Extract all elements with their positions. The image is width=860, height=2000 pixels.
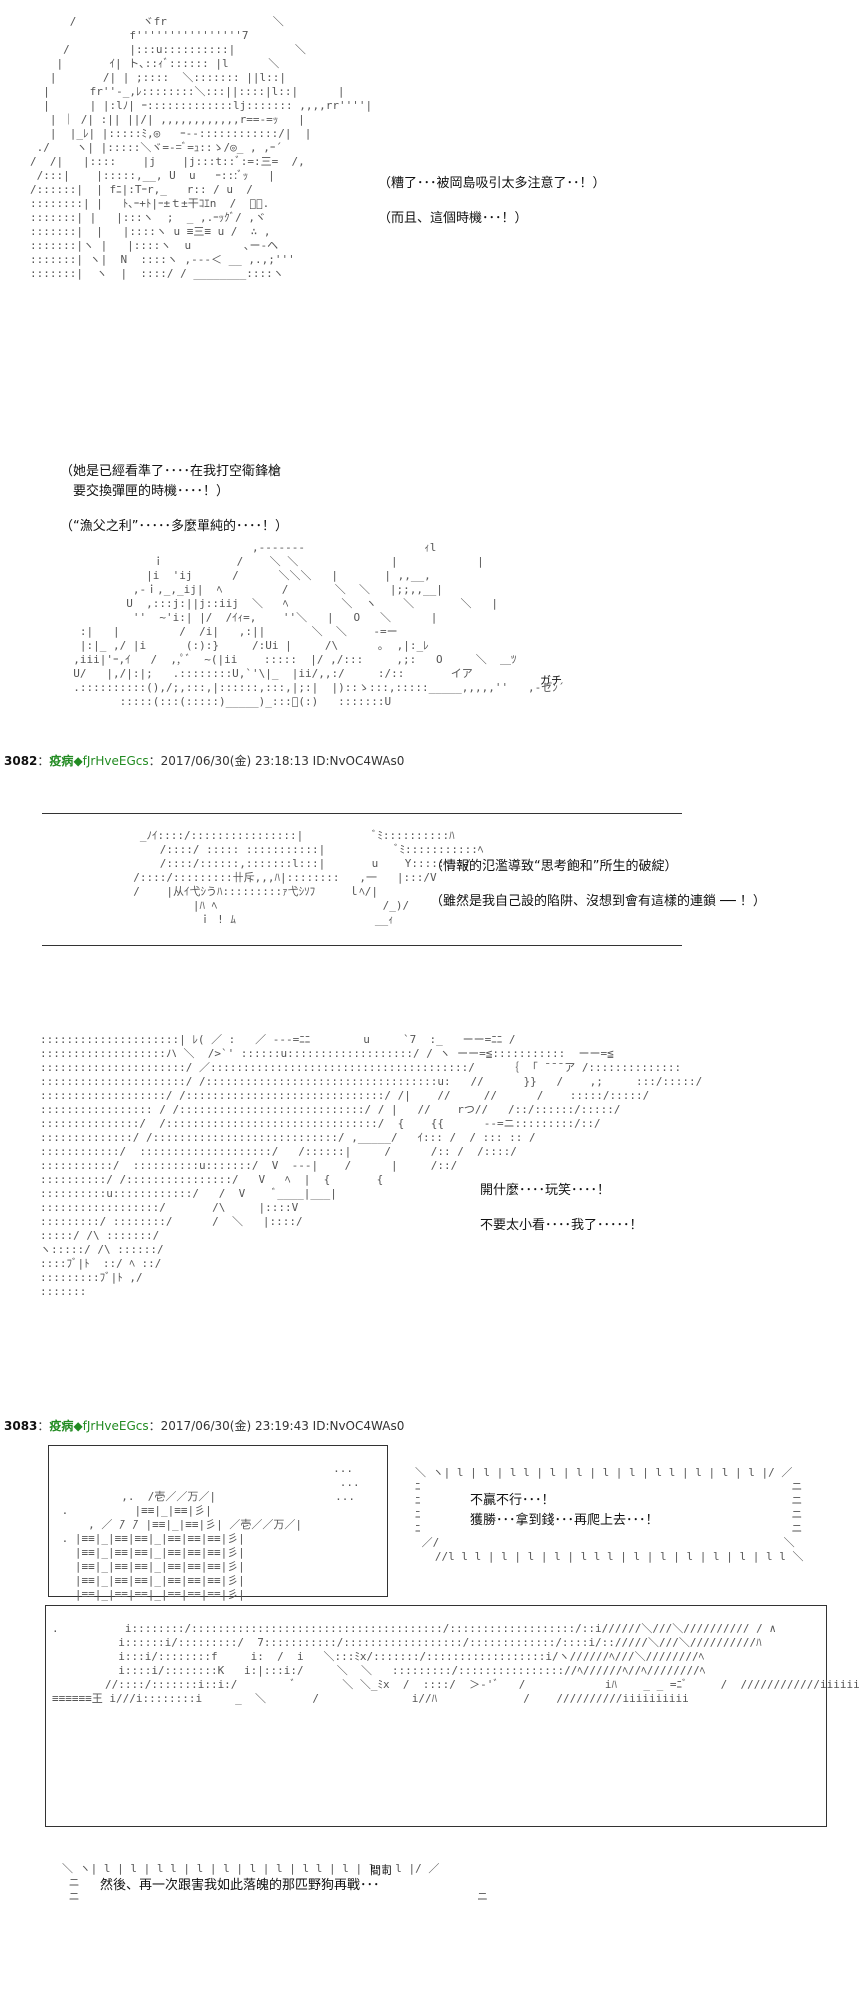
shout-line-1: 開什麼････玩笑････！ <box>480 1183 611 1198</box>
dialogue-line-4: 要交換彈匣的時機････！） <box>60 484 230 499</box>
ascii-art-character-1: / ヾfr ＼ f''''''''''''''''7 / |:::u::::::… <box>30 15 373 280</box>
ascii-art-character-4: :::::::::::::::::::::| ﾚ( ／ : ／ ---=ﾆﾆ u… <box>40 1033 703 1298</box>
speech-bubble-border: ＼ ヽ| l | l | l l | l | l | l | l | l l |… <box>415 1466 804 1563</box>
bubble-line-1: 不贏不行･･･！ <box>470 1493 555 1508</box>
dialogue-line-7: （雖然是我自己設的陷阱、沒想到會有這樣的連鎖 ── ！） <box>430 894 766 909</box>
poster-trip: ◆fJrHveEGcs <box>73 1419 149 1433</box>
poster-name: 疫病 <box>49 1419 74 1433</box>
bubble-line-2: 獲勝･･･拿到錢･･･再爬上去･･･！ <box>470 1513 659 1528</box>
panel-top-border <box>42 813 682 814</box>
post-number[interactable]: 3082 <box>4 754 38 768</box>
post-header: 3082：疫病◆fJrHveEGcs：2017/06/30(金) 23:18:1… <box>4 754 405 768</box>
poster-trip: ◆fJrHveEGcs <box>73 754 149 768</box>
ascii-art-character-2: ,------- ｨl ｉ / ＼ ＼ | | |i 'ij / ＼＼＼ | |… <box>73 541 565 708</box>
shout-line-2: 不要太小看････我了･････！ <box>480 1218 643 1233</box>
caption-line: 然後、再一次跟害我如此落魄的那匹野狗再戰･･･ <box>100 1878 380 1893</box>
dialogue-line-1: （糟了･･･被岡島吸引太多注意了･･！） <box>378 176 606 191</box>
post-header: 3083：疫病◆fJrHveEGcs：2017/06/30(金) 23:19:4… <box>4 1419 405 1433</box>
sfx-gachi: ガチ <box>540 674 562 687</box>
poster-name: 疫病 <box>49 754 74 768</box>
ascii-art-building: ... ... ,. /壱／／万／| ... . |≡≡|_|≡≡|彡| , ／… <box>61 1462 360 1601</box>
dialogue-line-3: （她是已經看準了････在我打空衛鋒槍 <box>60 464 282 479</box>
panel-bottom-border <box>42 945 682 946</box>
caption-bubble-border: ＼ ヽ| l | l | l l | l | l | l | l | l l |… <box>62 1862 488 1903</box>
dialogue-line-2: （而且、這個時機･･･！） <box>378 211 528 226</box>
ascii-art-character-5: . i::::::::/::::::::::::::::::::::::::::… <box>52 1622 860 1705</box>
dialogue-line-5: （“漁父之利”･････多麼單純的････！） <box>60 519 288 534</box>
character-panel <box>45 1605 827 1827</box>
building-panel <box>48 1445 388 1597</box>
post-datetime: ：2017/06/30(金) 23:19:43 ID:NvOC4WAs0 <box>148 1419 405 1433</box>
dialogue-line-6: （情報的氾濫導致“思考飽和”所生的破綻） <box>430 859 678 874</box>
post-datetime: ：2017/06/30(金) 23:18:13 ID:NvOC4WAs0 <box>148 754 405 768</box>
post-number[interactable]: 3083 <box>4 1419 38 1433</box>
ascii-art-character-3: _ﾉｲ::::/::::::::::::::::| ﾞﾐ::::::::::ﾊ … <box>133 829 484 926</box>
speaker-nameplate: 間司 <box>370 1864 392 1877</box>
